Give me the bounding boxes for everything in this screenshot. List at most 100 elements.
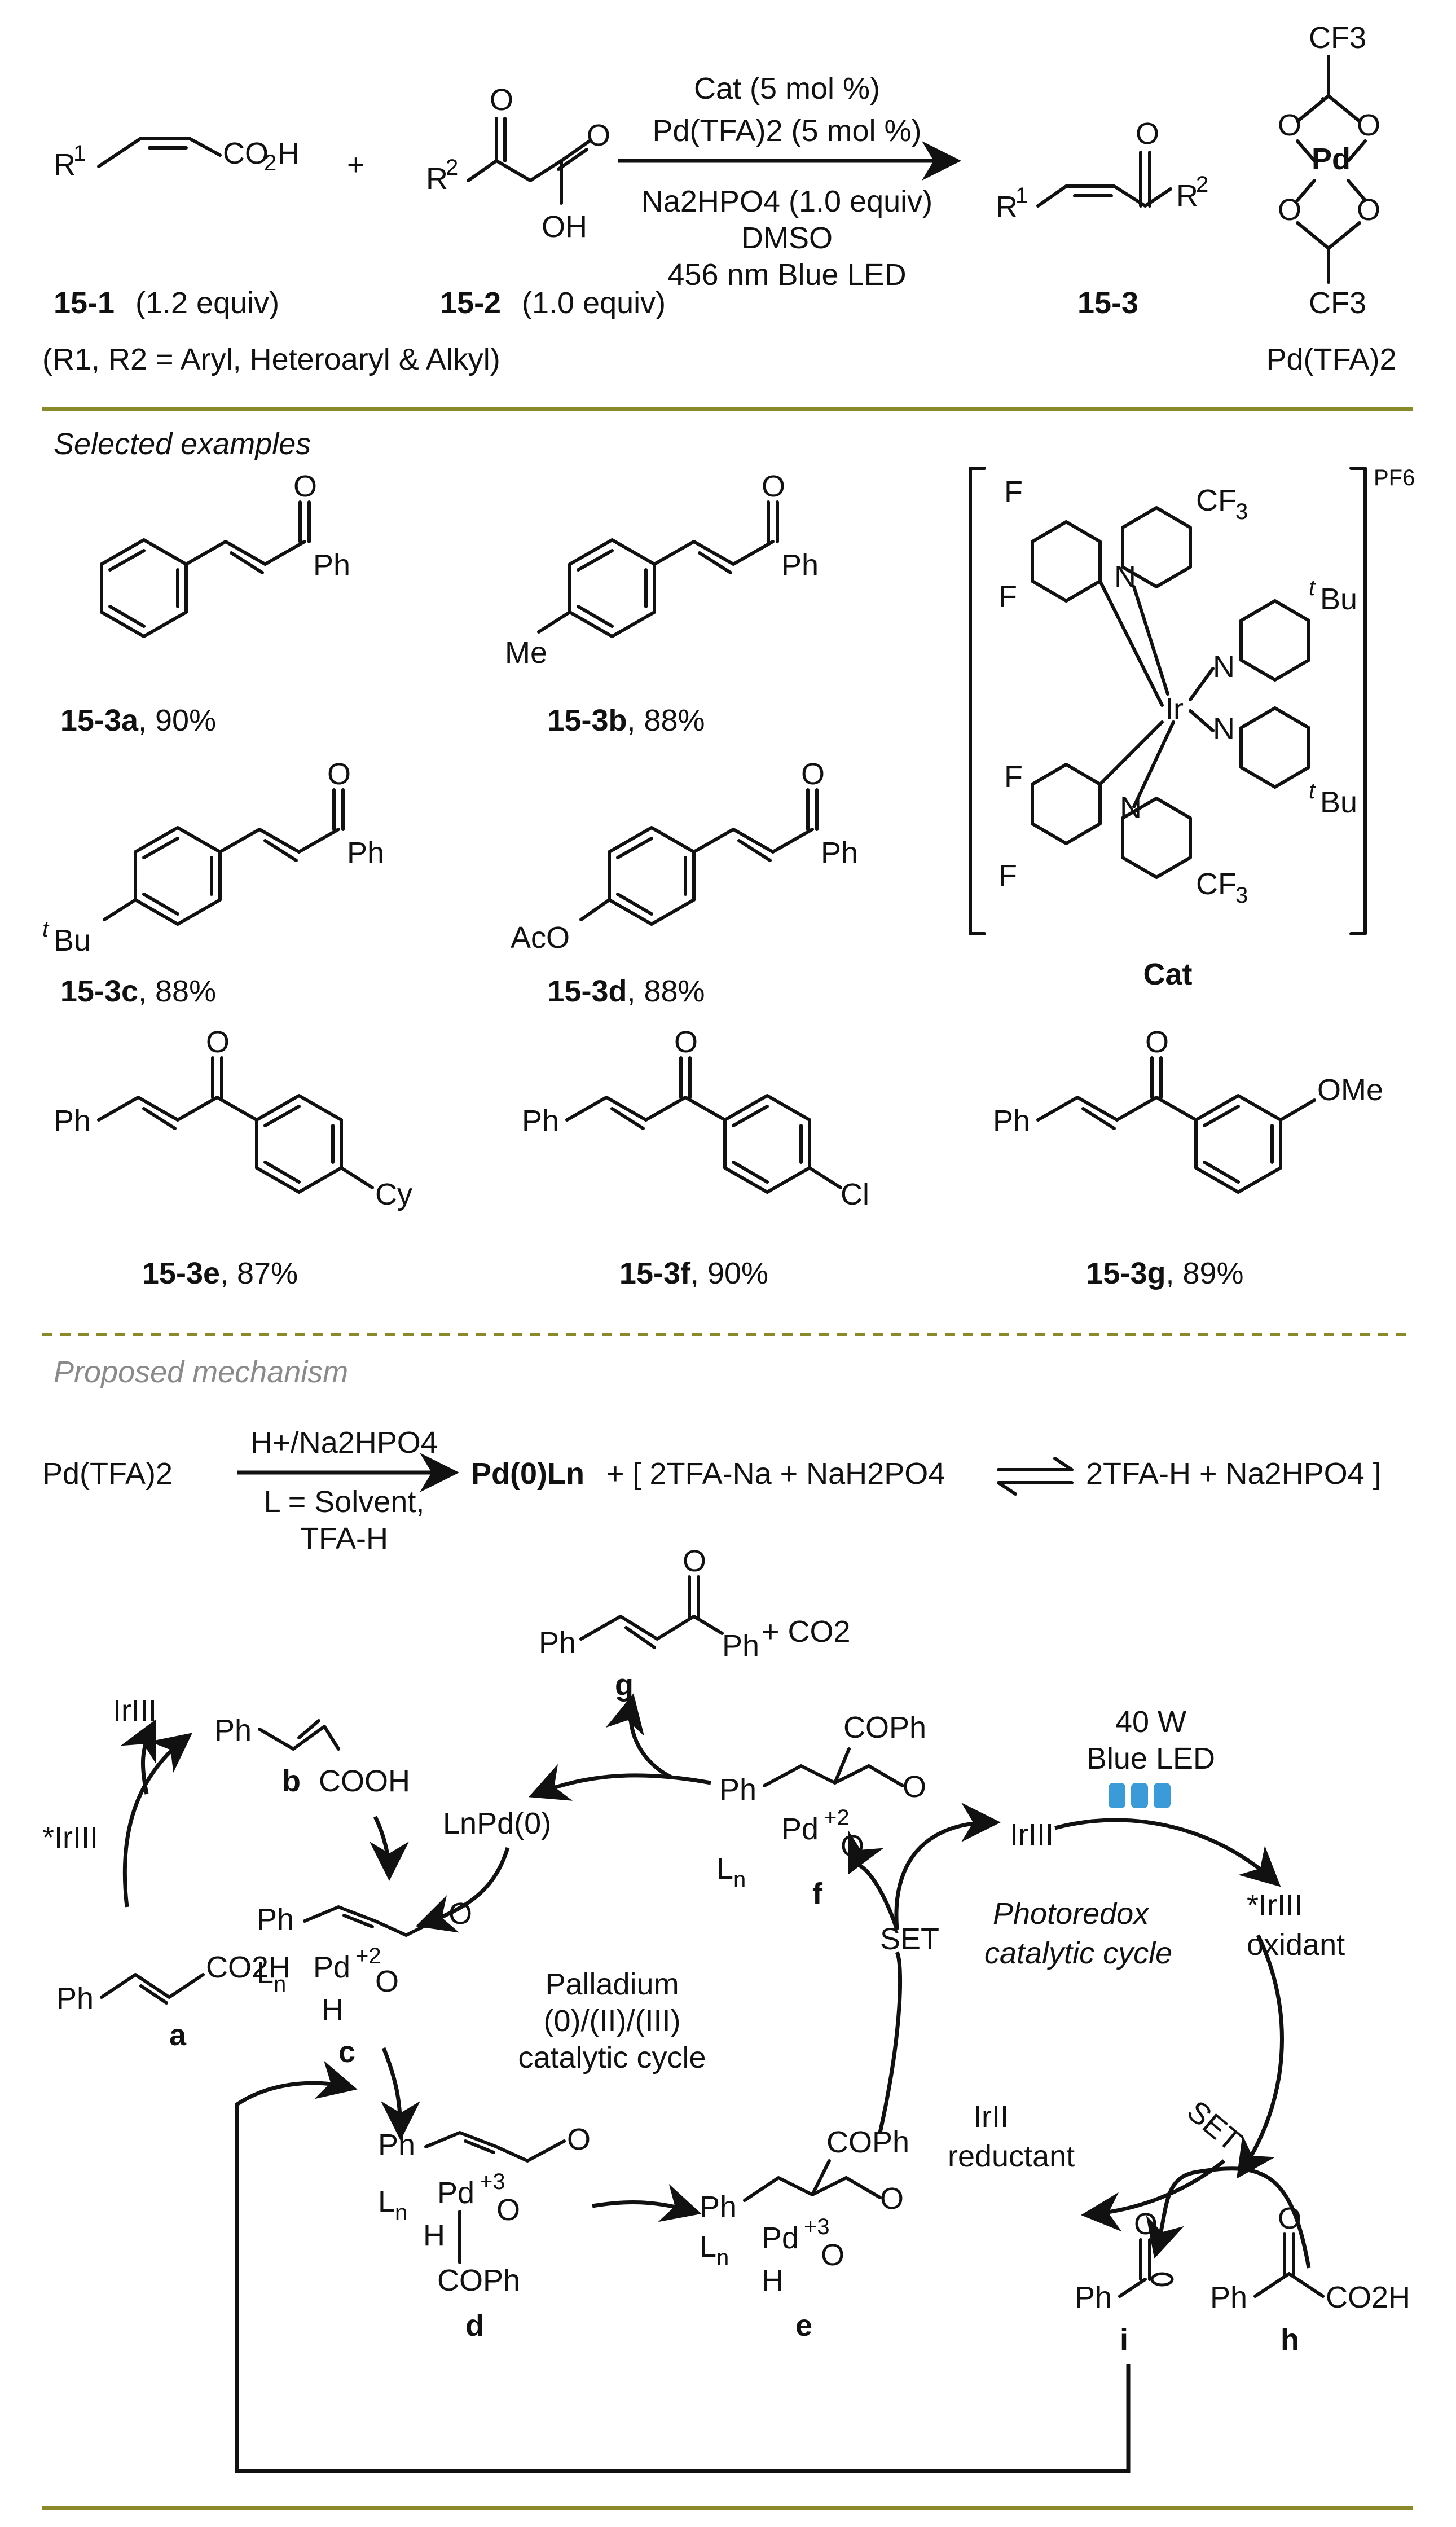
pd-cycle-label-2: (0)/(II)/(III): [544, 2004, 681, 2038]
svg-text:O: O: [293, 469, 317, 503]
structure-15-3a: O Ph: [100, 469, 350, 638]
svg-text:O: O: [567, 2122, 591, 2156]
structure-15-3f: Ph O Cl: [522, 1025, 869, 1211]
svg-text:2: 2: [446, 155, 458, 180]
svg-text:OMe: OMe: [1317, 1073, 1383, 1107]
equation-right: 2TFA-H + Na2HPO4 ]: [1086, 1457, 1382, 1491]
svg-text:O: O: [801, 757, 825, 791]
mechanism-heading: Proposed mechanism: [54, 1355, 348, 1389]
structure-15-3d: O Ph AcO: [511, 757, 858, 955]
svg-text:O: O: [587, 118, 610, 152]
svg-text:Ph: Ph: [539, 1626, 576, 1660]
lnpd0-label: LnPd(0): [443, 1807, 551, 1840]
reactant-15-1-equiv: (1.2 equiv): [135, 286, 279, 320]
svg-text:Ph: Ph: [522, 1104, 559, 1138]
svg-text:O: O: [496, 2193, 520, 2227]
svg-text:R: R: [426, 162, 448, 196]
svg-text:Pd: Pd: [1312, 142, 1351, 176]
pd-activation-equation: Pd(TFA)2 H+/Na2HPO4 L = Solvent, TFA-H P…: [42, 1426, 1382, 1555]
ir-catalyst-structure: PF6 Ir FF N CF3 N But N But FF N CF3: [969, 465, 1415, 935]
svg-text:t: t: [1309, 779, 1316, 803]
svg-text:2: 2: [1196, 172, 1208, 197]
equation-above-arrow: H+/Na2HPO4: [250, 1426, 438, 1460]
svg-text:O: O: [903, 1770, 926, 1804]
example-label-15-3d: 15-3d, 88%: [547, 974, 705, 1008]
isomerization-cycle: IrIII *IrIII Ph COOH b Ph CO2H a: [42, 1694, 410, 2052]
reactant-15-1-label: 15-1: [54, 286, 115, 320]
equation-start: Pd(TFA)2: [42, 1457, 173, 1491]
svg-text:R: R: [1176, 179, 1198, 213]
photoredox-label-2: catalytic cycle: [984, 1936, 1172, 1970]
condition-solvent: DMSO: [741, 221, 833, 255]
svg-text:CF3: CF3: [1309, 286, 1366, 320]
plus-sign: +: [347, 148, 365, 182]
svg-text:n: n: [716, 2245, 729, 2270]
svg-text:Ph: Ph: [722, 1629, 759, 1663]
svg-text:Pd: Pd: [313, 1950, 350, 1984]
svg-text:Ir: Ir: [1165, 692, 1184, 726]
svg-text:1: 1: [1015, 183, 1028, 208]
excited-ir-iii: *IrIII: [1247, 1888, 1303, 1922]
svg-text:N: N: [1213, 712, 1235, 746]
catalyst-label: Cat: [1143, 957, 1192, 991]
product-g: Ph O Ph + CO2 g: [539, 1544, 851, 1702]
svg-text:O: O: [327, 757, 351, 791]
svg-text:O: O: [375, 1965, 399, 1998]
svg-text:O: O: [206, 1025, 230, 1059]
led-icon: [1109, 1783, 1171, 1808]
set-label-right: SET: [1181, 2094, 1248, 2158]
selected-examples-heading: Selected examples: [54, 427, 311, 461]
svg-text:d: d: [465, 2309, 484, 2343]
svg-text:H: H: [322, 1993, 344, 2027]
equation-product: Pd(0)Ln: [471, 1457, 584, 1491]
svg-text:L: L: [257, 1956, 274, 1990]
svg-text:Pd: Pd: [781, 1812, 819, 1846]
species-h: Ph O CO2H h: [1210, 2201, 1410, 2357]
svg-text:O: O: [448, 1897, 472, 1931]
svg-text:Ph: Ph: [719, 1773, 756, 1807]
svg-text:CF3: CF3: [1309, 21, 1366, 55]
svg-text:Ph: Ph: [54, 1104, 91, 1138]
oxidant-label: oxidant: [1247, 1928, 1345, 1962]
svg-text:O: O: [674, 1025, 698, 1059]
example-structures: O Ph O Ph Me O Ph But: [42, 469, 1383, 1211]
svg-text:OH: OH: [542, 210, 587, 244]
reactant-15-2-structure: R2 O O OH: [426, 83, 610, 244]
example-labels: 15-3a, 90% 15-3b, 88% 15-3c, 88% 15-3d, …: [60, 704, 1244, 1290]
svg-text:O: O: [880, 2182, 904, 2216]
svg-text:COPh: COPh: [826, 2125, 909, 2159]
return-arrow: [235, 2060, 1131, 2473]
ir-ii-label: IrII: [973, 2100, 1009, 2134]
svg-text:h: h: [1281, 2323, 1299, 2357]
svg-text:Pd: Pd: [437, 2176, 474, 2210]
photoredox-label-1: Photoredox: [993, 1897, 1150, 1931]
svg-text:H: H: [762, 2264, 784, 2297]
svg-text:Ph: Ph: [313, 548, 350, 582]
structure-15-3e: Ph O Cy: [54, 1025, 412, 1211]
svg-text:a: a: [169, 2018, 187, 2052]
example-label-15-3c: 15-3c, 88%: [60, 974, 216, 1008]
svg-text:*IrIII: *IrIII: [42, 1821, 98, 1854]
svg-text:Ph: Ph: [214, 1713, 252, 1747]
svg-text:i: i: [1120, 2323, 1128, 2357]
svg-text:t: t: [1309, 575, 1316, 600]
condition-cat: Cat (5 mol %): [694, 72, 880, 106]
product-15-3-label: 15-3: [1077, 286, 1138, 320]
svg-text:O: O: [1134, 2207, 1158, 2241]
ir-iii-top: IrIII: [1010, 1818, 1054, 1852]
condition-base: Na2HPO4 (1.0 equiv): [641, 184, 932, 218]
svg-text:Me: Me: [505, 636, 547, 670]
example-label-15-3a: 15-3a, 90%: [60, 704, 216, 737]
svg-text:+2: +2: [355, 1944, 381, 1968]
light-label-2: Blue LED: [1086, 1742, 1215, 1776]
svg-text:PF6: PF6: [1374, 465, 1415, 490]
product-15-3-structure: R1 O R2: [996, 117, 1208, 224]
svg-text:Ph: Ph: [257, 1902, 294, 1936]
svg-text:b: b: [282, 1764, 301, 1798]
svg-text:O: O: [1278, 108, 1301, 142]
svg-text:H: H: [278, 137, 300, 170]
